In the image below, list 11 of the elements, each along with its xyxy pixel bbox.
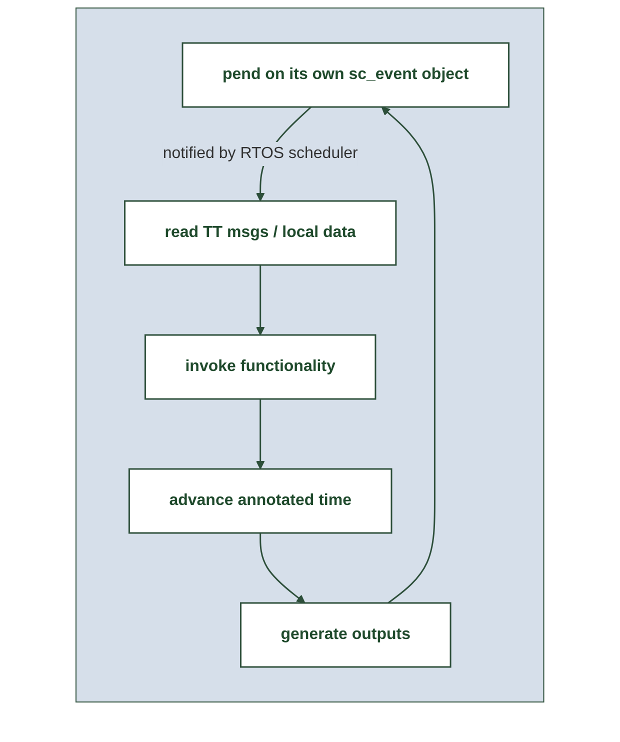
node-box: advance annotated time [128,468,392,534]
node-box: read TT msgs / local data [124,200,397,266]
arrow [256,399,265,470]
arrow [381,106,436,604]
arrow [260,532,306,604]
node-box: pend on its own sc_event object [182,42,510,108]
node-box: generate outputs [240,602,452,668]
cluster [76,8,544,702]
edge-label: notified by RTOS scheduler [162,145,358,162]
arrow [256,265,265,336]
node-box: invoke functionality [144,334,376,400]
